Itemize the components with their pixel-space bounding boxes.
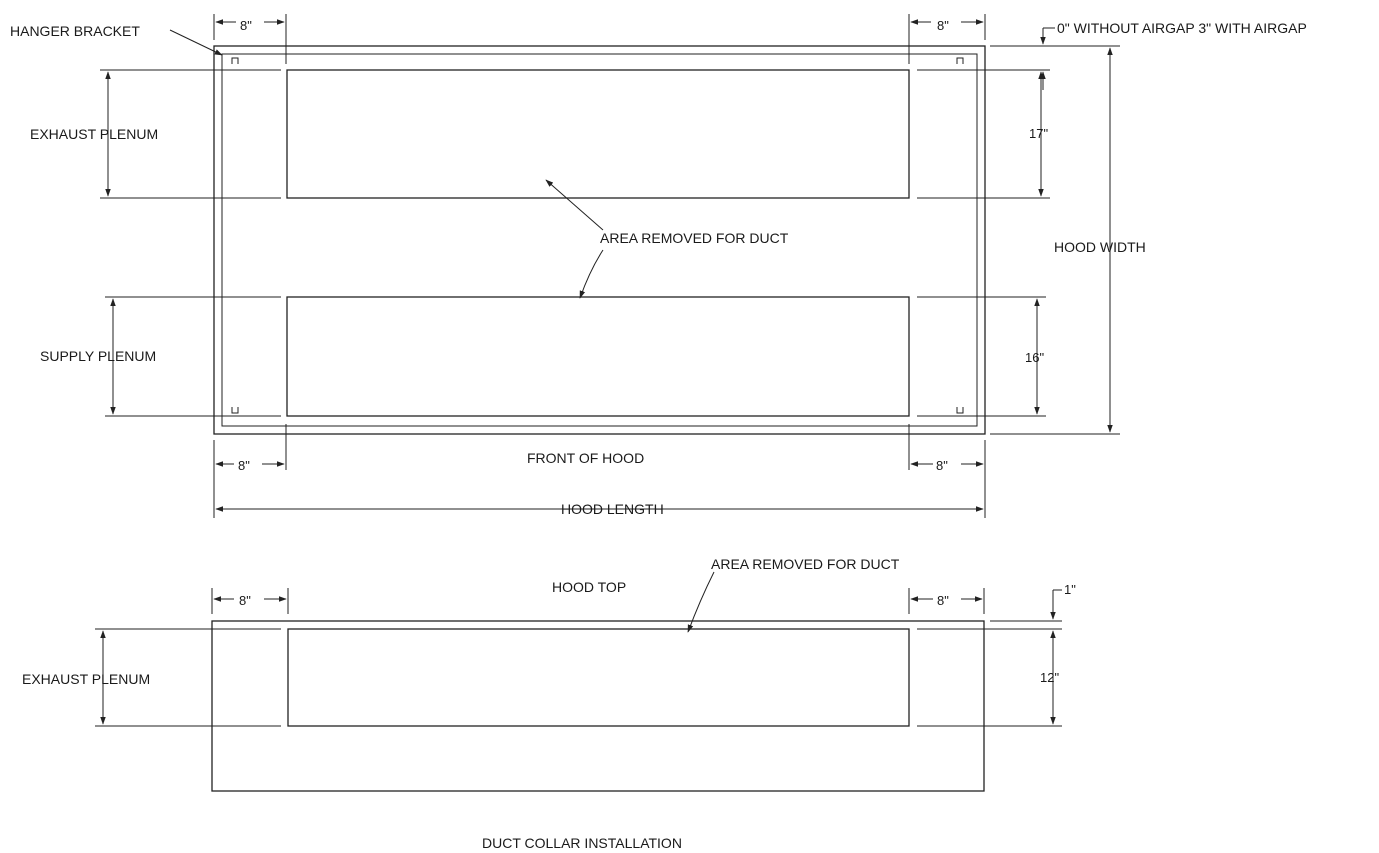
- hanger-bracket-icon: [956, 407, 964, 414]
- hanger-bracket-leader: [169, 29, 223, 56]
- hood-inner-outline: [221, 53, 978, 427]
- collar-exhaust-plenum-label: EXHAUST PLENUM: [22, 671, 150, 687]
- exhaust-plenum-label: EXHAUST PLENUM: [30, 126, 158, 142]
- collar-top-gap-dim: 1": [1064, 582, 1076, 597]
- exhaust-duct-cutout: [286, 69, 910, 199]
- hood-length-label: HOOD LENGTH: [561, 501, 664, 517]
- hood-top-view: AREA REMOVED FOR DUCT HOOD TOP 8" 8" 1" …: [22, 556, 1076, 792]
- bottom-right-offset-dim: 8": [936, 458, 948, 473]
- top-right-offset-dim: 8": [937, 18, 949, 33]
- hood-width-label: HOOD WIDTH: [1054, 239, 1146, 255]
- hanger-bracket-icon: [231, 407, 239, 414]
- supply-duct-cutout: [286, 296, 910, 417]
- hanger-bracket-label: HANGER BRACKET: [10, 23, 140, 39]
- exhaust-height-dim: 17": [1029, 126, 1048, 141]
- drawing-title: DUCT COLLAR INSTALLATION: [482, 835, 682, 851]
- hood-top-label: HOOD TOP: [552, 579, 626, 595]
- area-removed-label: AREA REMOVED FOR DUCT: [600, 230, 789, 246]
- collar-area-removed-label: AREA REMOVED FOR DUCT: [711, 556, 900, 572]
- collar-height-dim: 12": [1040, 670, 1059, 685]
- area-removed-leader: [545, 179, 604, 231]
- front-of-hood-label: FRONT OF HOOD: [527, 450, 644, 466]
- hood-outline: [213, 45, 986, 435]
- collar-left-offset-dim: 8": [239, 593, 251, 608]
- bottom-left-offset-dim: 8": [238, 458, 250, 473]
- collar-area-removed-leader: [687, 571, 715, 633]
- hanger-bracket-icon: [231, 57, 239, 64]
- collar-duct-cutout: [287, 628, 910, 727]
- hanger-bracket-icon: [956, 57, 964, 64]
- supply-plenum-label: SUPPLY PLENUM: [40, 348, 156, 364]
- plan-view: HANGER BRACKET 0" WITHOUT AIRGAP 3" WITH…: [10, 14, 1307, 518]
- collar-right-offset-dim: 8": [937, 593, 949, 608]
- airgap-note: 0" WITHOUT AIRGAP 3" WITH AIRGAP: [1057, 20, 1307, 36]
- top-left-offset-dim: 8": [240, 18, 252, 33]
- area-removed-leader: [579, 249, 604, 299]
- supply-height-dim: 16": [1025, 350, 1044, 365]
- hood-top-outline: [211, 620, 985, 792]
